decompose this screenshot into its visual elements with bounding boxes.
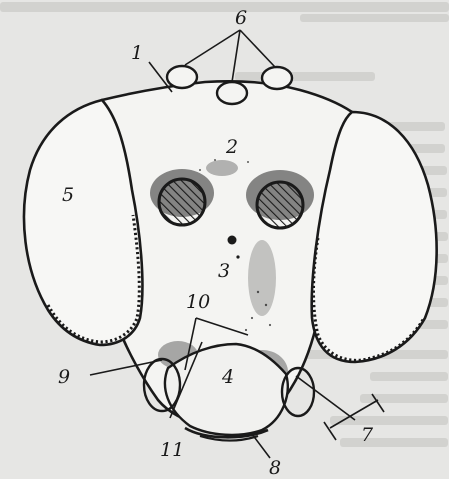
label-7: 7 bbox=[361, 426, 373, 445]
label-10: 10 bbox=[186, 293, 210, 312]
label-8: 8 bbox=[269, 459, 281, 478]
clypeus bbox=[165, 344, 288, 435]
label-1: 1 bbox=[131, 44, 143, 63]
median-pit bbox=[228, 236, 237, 245]
label-11: 11 bbox=[160, 441, 184, 460]
label-4: 4 bbox=[222, 368, 234, 387]
right-antennal-socket bbox=[257, 182, 303, 228]
label-3: 3 bbox=[218, 262, 230, 281]
label-9: 9 bbox=[58, 368, 70, 387]
label-6: 6 bbox=[235, 9, 247, 28]
label-2: 2 bbox=[226, 138, 238, 157]
ocellus-median bbox=[217, 82, 247, 104]
ocellus-right bbox=[262, 67, 292, 89]
left-antennal-socket bbox=[159, 179, 205, 225]
label-5: 5 bbox=[62, 186, 74, 205]
ocellus-left bbox=[167, 66, 197, 88]
